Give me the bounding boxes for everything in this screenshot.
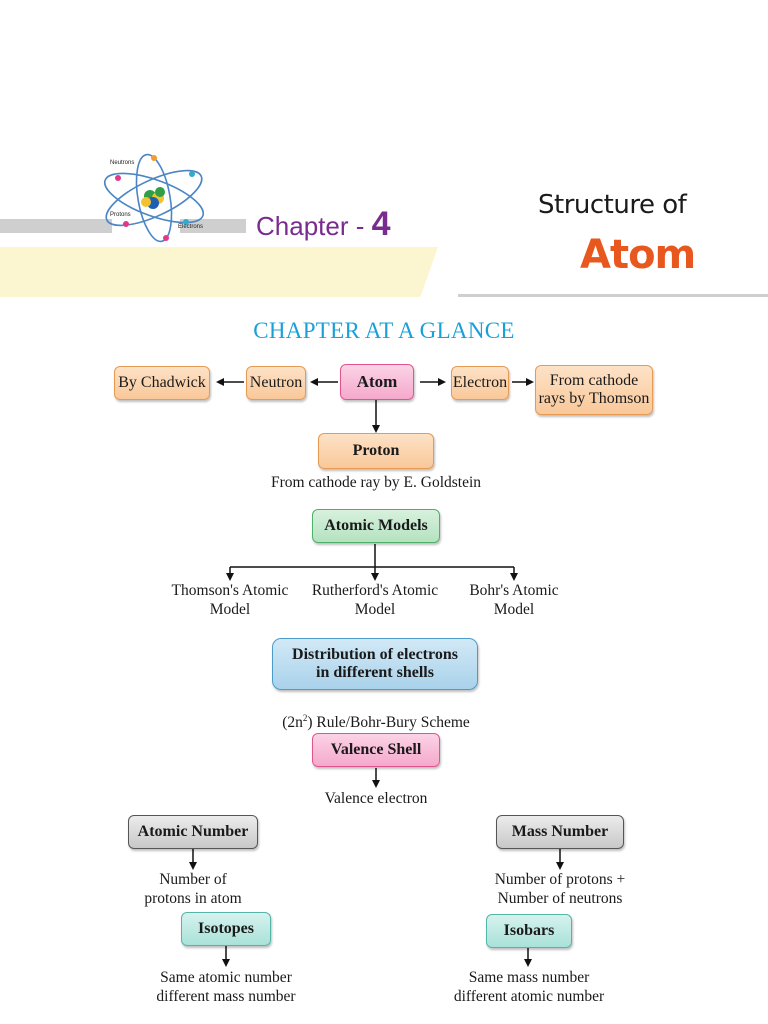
- isobars-note-line1: Same mass number: [468, 969, 590, 986]
- header-grey-bar-left: [0, 219, 112, 233]
- isotopes-note: Same atomic number different mass number: [136, 968, 316, 1006]
- header-grey-bar-mid: [180, 219, 246, 233]
- rule-superscript: 2: [302, 713, 308, 723]
- mass-number-note-line1: Number of protons +: [494, 871, 626, 888]
- bohr-model-line2: Model: [493, 601, 535, 618]
- chapter-at-a-glance-heading: CHAPTER AT A GLANCE: [253, 318, 515, 343]
- thomson-model-label: Thomson's Atomic Model: [160, 581, 300, 619]
- neutron-node: Neutron: [246, 366, 306, 400]
- isotopes-note-line2: different mass number: [156, 988, 296, 1005]
- atom-label-neutrons: Neutrons: [110, 160, 134, 166]
- rutherford-model-line2: Model: [354, 601, 396, 618]
- bohr-model-line1: Bohr's Atomic: [469, 582, 559, 599]
- mass-number-note: Number of protons + Number of neutrons: [470, 870, 650, 908]
- distribution-line1: Distribution of electrons: [292, 646, 458, 663]
- thomson-model-line2: Model: [209, 601, 251, 618]
- rutherford-model-label: Rutherford's Atomic Model: [302, 581, 448, 619]
- atomic-number-node: Atomic Number: [128, 815, 258, 849]
- proton-note: From cathode ray by E. Goldstein: [270, 474, 482, 491]
- electron-node: Electron: [451, 366, 509, 400]
- from-cathode-thomson-line1: From cathode: [549, 372, 639, 389]
- bohr-model-label: Bohr's Atomic Model: [454, 581, 574, 619]
- chapter-prefix: Chapter -: [256, 211, 372, 241]
- mass-number-note-line2: Number of neutrons: [497, 890, 623, 907]
- atom-illustration: Neutrons Protons Electrons: [103, 153, 205, 243]
- title-line-1: Structure of: [538, 190, 687, 220]
- isobars-node: Isobars: [486, 914, 572, 948]
- atomic-number-note-line1: Number of: [159, 871, 227, 888]
- mass-number-node: Mass Number: [496, 815, 624, 849]
- atomic-models-node: Atomic Models: [312, 509, 440, 543]
- atomic-number-note: Number of protons in atom: [118, 870, 268, 908]
- chapter-number: 4: [371, 205, 391, 243]
- isobars-note: Same mass number different atomic number: [434, 968, 624, 1006]
- header-yellow-band: [0, 247, 438, 297]
- thomson-model-line1: Thomson's Atomic: [171, 582, 289, 599]
- distribution-node: Distribution of electrons in different s…: [272, 638, 478, 690]
- rutherford-model-line1: Rutherford's Atomic: [311, 582, 439, 599]
- isotopes-node: Isotopes: [181, 912, 271, 946]
- chapter-label: Chapter - 4: [256, 204, 391, 246]
- from-cathode-thomson-node: From cathode rays by Thomson: [535, 365, 653, 415]
- atom-label-electrons: Electrons: [178, 224, 203, 230]
- valence-electron-note: Valence electron: [324, 790, 428, 807]
- proton-node: Proton: [318, 433, 434, 469]
- atom-node: Atom: [340, 364, 414, 400]
- distribution-line2: in different shells: [316, 664, 434, 681]
- from-cathode-thomson-line2: rays by Thomson: [538, 390, 650, 407]
- bohr-bury-rule: (2n2) Rule/Bohr-Bury Scheme: [226, 709, 526, 732]
- title-rule: [458, 294, 768, 297]
- title-line-2: Atom: [580, 232, 696, 278]
- isotopes-note-line1: Same atomic number: [160, 969, 292, 986]
- isobars-note-line2: different atomic number: [453, 988, 605, 1005]
- rule-rest: ) Rule/Bohr-Bury Scheme: [307, 714, 470, 732]
- valence-shell-node: Valence Shell: [312, 733, 440, 767]
- atom-label-protons: Protons: [110, 212, 131, 218]
- by-chadwick-node: By Chadwick: [114, 366, 210, 400]
- rule-open: (2n: [282, 714, 303, 732]
- atomic-number-note-line2: protons in atom: [144, 890, 242, 907]
